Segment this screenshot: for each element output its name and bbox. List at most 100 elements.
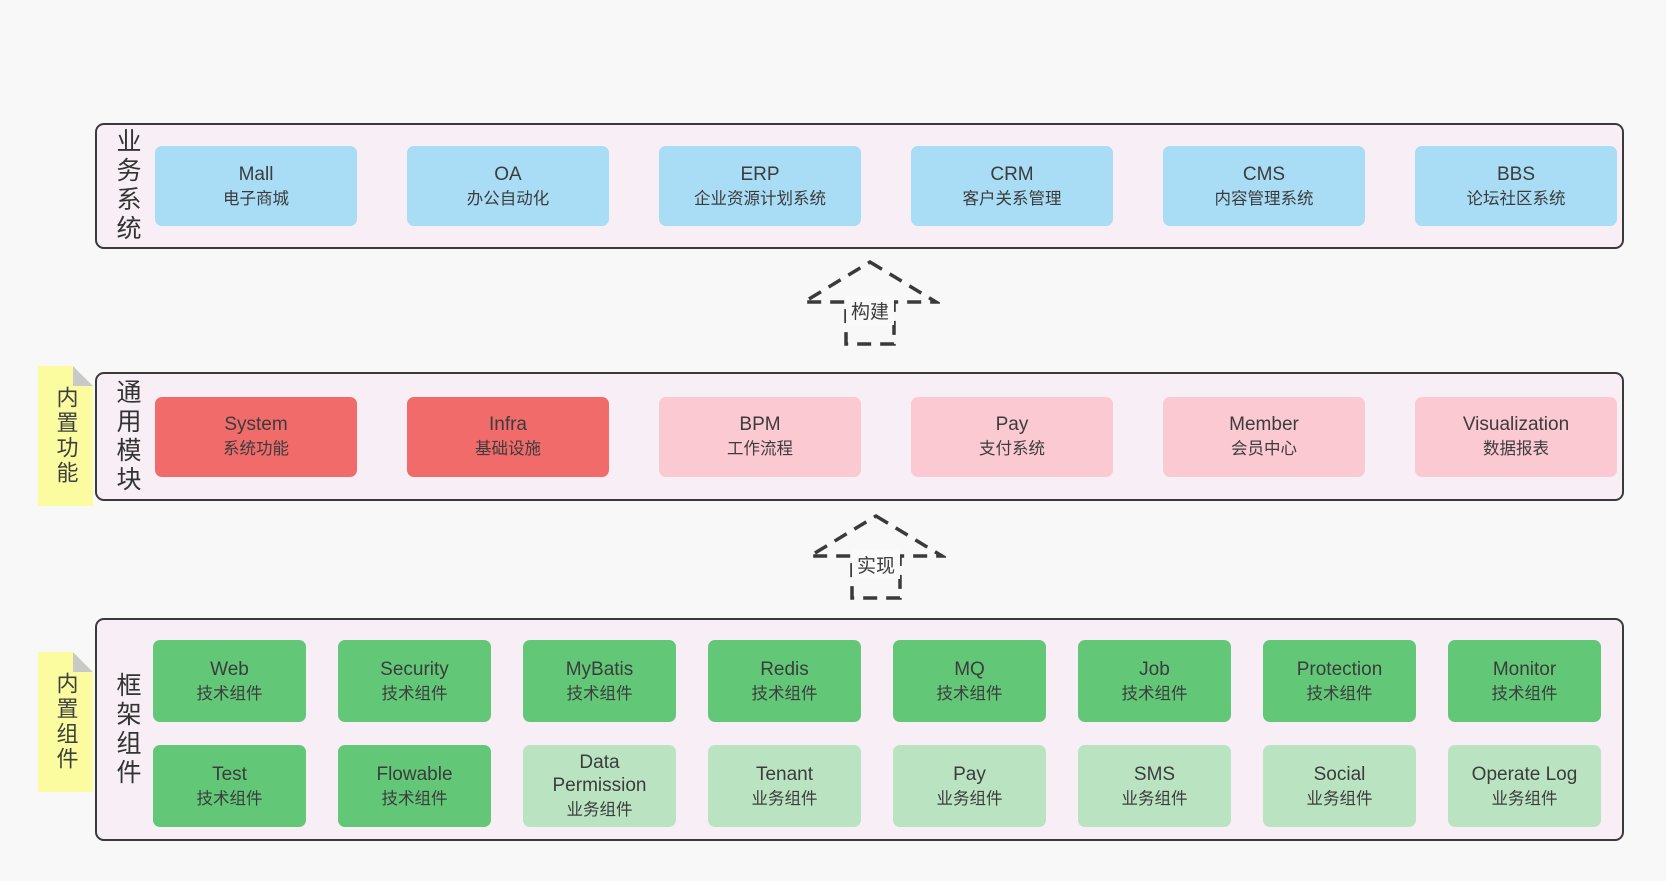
box-system: System 系统功能 bbox=[155, 396, 357, 477]
box-subtitle: 业务组件 bbox=[1306, 789, 1373, 808]
box-subtitle: 数据报表 bbox=[1483, 440, 1549, 459]
box-title: Flowable bbox=[376, 763, 453, 785]
band-framework-components: 框架组件 Web 技术组件 Security 技术组件 MyBatis 技术组件… bbox=[95, 618, 1624, 841]
box-subtitle: 业务组件 bbox=[751, 789, 818, 808]
box-mall: Mall 电子商城 bbox=[155, 146, 357, 226]
box-sms: SMS 业务组件 bbox=[1078, 745, 1231, 827]
box-subtitle: 业务组件 bbox=[1491, 789, 1558, 808]
box-title: Security bbox=[380, 658, 449, 680]
box-web: Web 技术组件 bbox=[153, 640, 306, 722]
box-title: Social bbox=[1313, 763, 1366, 785]
box-subtitle: 技术组件 bbox=[1121, 684, 1188, 703]
box-pay-system: Pay 支付系统 bbox=[911, 396, 1113, 477]
box-social: Social 业务组件 bbox=[1263, 745, 1416, 827]
box-subtitle: 技术组件 bbox=[381, 684, 448, 703]
box-subtitle: 技术组件 bbox=[196, 684, 263, 703]
box-subtitle: 客户关系管理 bbox=[962, 189, 1062, 208]
box-oa: OA 办公自动化 bbox=[407, 146, 609, 226]
box-monitor: Monitor 技术组件 bbox=[1448, 640, 1601, 722]
box-title: Redis bbox=[760, 658, 809, 680]
box-bbs: BBS 论坛社区系统 bbox=[1415, 146, 1617, 226]
box-subtitle: 技术组件 bbox=[1491, 684, 1558, 703]
band-common-modules: 通用模块 System 系统功能 Infra 基础设施 BPM 工作流程 Pay… bbox=[95, 372, 1624, 501]
box-row: Mall 电子商城 OA 办公自动化 ERP 企业资源计划系统 CRM 客户关系… bbox=[155, 125, 1617, 247]
box-subtitle: 企业资源计划系统 bbox=[694, 189, 826, 208]
box-mybatis: MyBatis 技术组件 bbox=[523, 640, 676, 722]
box-subtitle: 办公自动化 bbox=[466, 189, 550, 208]
sticky-note-label: 内置组件 bbox=[53, 672, 79, 772]
box-subtitle: 论坛社区系统 bbox=[1466, 189, 1566, 208]
box-data-permission: Data Permission 业务组件 bbox=[523, 745, 676, 827]
sticky-note-label: 内置功能 bbox=[53, 386, 79, 486]
box-subtitle: 内容管理系统 bbox=[1214, 189, 1314, 208]
box-subtitle: 支付系统 bbox=[979, 440, 1045, 459]
band-side-label: 通用模块 bbox=[113, 378, 141, 495]
box-title: Mall bbox=[238, 163, 274, 185]
box-mq: MQ 技术组件 bbox=[893, 640, 1046, 722]
box-job: Job 技术组件 bbox=[1078, 640, 1231, 722]
box-subtitle: 技术组件 bbox=[381, 789, 448, 808]
box-subtitle: 系统功能 bbox=[223, 440, 289, 459]
box-title: Visualization bbox=[1462, 414, 1570, 436]
box-row: Test 技术组件 Flowable 技术组件 Data Permission … bbox=[153, 745, 1601, 827]
box-title: Job bbox=[1139, 658, 1170, 680]
box-pay-component: Pay 业务组件 bbox=[893, 745, 1046, 827]
box-row: System 系统功能 Infra 基础设施 BPM 工作流程 Pay 支付系统… bbox=[155, 374, 1617, 499]
box-subtitle: 工作流程 bbox=[727, 440, 793, 459]
arrow-label: 构建 bbox=[845, 296, 895, 325]
box-subtitle: 业务组件 bbox=[1121, 789, 1188, 808]
band-side-label: 框架组件 bbox=[113, 671, 141, 788]
box-flowable: Flowable 技术组件 bbox=[338, 745, 491, 827]
box-title: BBS bbox=[1496, 163, 1536, 185]
box-title: Monitor bbox=[1492, 658, 1557, 680]
implement-arrow: 实现 bbox=[806, 512, 946, 602]
box-erp: ERP 企业资源计划系统 bbox=[659, 146, 861, 226]
box-title: CRM bbox=[990, 163, 1034, 185]
box-visualization: Visualization 数据报表 bbox=[1415, 396, 1617, 477]
box-title: SMS bbox=[1133, 763, 1176, 785]
sticky-note-builtin-components: 内置组件 bbox=[38, 652, 93, 792]
dashed-up-arrow-icon bbox=[800, 259, 940, 346]
box-title: BPM bbox=[739, 414, 781, 436]
box-subtitle: 基础设施 bbox=[475, 440, 541, 459]
box-cms: CMS 内容管理系统 bbox=[1163, 146, 1365, 226]
build-arrow: 构建 bbox=[800, 258, 940, 348]
dashed-up-arrow-icon bbox=[806, 513, 946, 600]
box-subtitle: 技术组件 bbox=[1306, 684, 1373, 703]
box-redis: Redis 技术组件 bbox=[708, 640, 861, 722]
box-title: Pay bbox=[995, 414, 1029, 436]
arrow-label: 实现 bbox=[851, 550, 901, 579]
box-title: ERP bbox=[740, 163, 780, 185]
box-title: Web bbox=[210, 658, 249, 680]
box-member: Member 会员中心 bbox=[1163, 396, 1365, 477]
box-title: OA bbox=[494, 163, 522, 185]
box-title: CMS bbox=[1242, 163, 1286, 185]
band-side-label: 业务系统 bbox=[113, 128, 141, 244]
box-crm: CRM 客户关系管理 bbox=[911, 146, 1113, 226]
box-title: Infra bbox=[488, 414, 528, 436]
box-title: System bbox=[224, 414, 288, 436]
box-tenant: Tenant 业务组件 bbox=[708, 745, 861, 827]
box-title: Data Permission bbox=[552, 751, 647, 797]
box-row: Web 技术组件 Security 技术组件 MyBatis 技术组件 Redi… bbox=[153, 640, 1601, 722]
box-subtitle: 技术组件 bbox=[566, 684, 633, 703]
box-infra: Infra 基础设施 bbox=[407, 396, 609, 477]
band-business-systems: 业务系统 Mall 电子商城 OA 办公自动化 ERP 企业资源计划系统 CRM… bbox=[95, 123, 1624, 249]
box-test: Test 技术组件 bbox=[153, 745, 306, 827]
box-subtitle: 技术组件 bbox=[196, 789, 263, 808]
box-title: Member bbox=[1229, 414, 1299, 436]
box-bpm: BPM 工作流程 bbox=[659, 396, 861, 477]
box-subtitle: 技术组件 bbox=[936, 684, 1003, 703]
box-subtitle: 电子商城 bbox=[223, 189, 289, 208]
box-grid: Web 技术组件 Security 技术组件 MyBatis 技术组件 Redi… bbox=[153, 640, 1601, 827]
box-operate-log: Operate Log 业务组件 bbox=[1448, 745, 1601, 827]
sticky-note-builtin-features: 内置功能 bbox=[38, 366, 93, 506]
box-protection: Protection 技术组件 bbox=[1263, 640, 1416, 722]
box-title: Test bbox=[212, 763, 247, 785]
box-subtitle: 技术组件 bbox=[751, 684, 818, 703]
box-title: Tenant bbox=[755, 763, 814, 785]
box-subtitle: 业务组件 bbox=[936, 789, 1003, 808]
box-title: Operate Log bbox=[1471, 763, 1578, 785]
box-subtitle: 业务组件 bbox=[566, 801, 633, 820]
box-title: Pay bbox=[953, 763, 986, 785]
